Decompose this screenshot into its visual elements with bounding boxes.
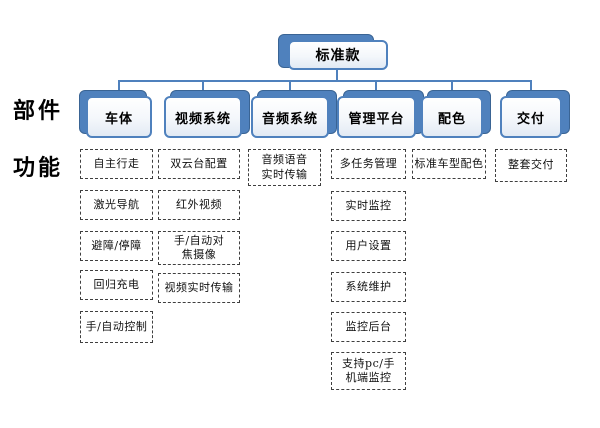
category-label-management-platform: 管理平台 xyxy=(337,96,416,138)
category-node-audio-system: 音频系统 xyxy=(251,90,337,138)
feature-box: 标准车型配色 xyxy=(412,149,486,179)
connector-rail xyxy=(118,80,532,82)
root-node-label: 标准款 xyxy=(288,40,388,70)
feature-box: 手/自动对焦摄像 xyxy=(158,231,240,265)
category-label-delivery: 交付 xyxy=(500,96,562,138)
connector-drop xyxy=(289,80,291,92)
feature-box: 实时监控 xyxy=(331,191,406,221)
category-node-video-system: 视频系统 xyxy=(164,90,250,138)
feature-box: 音频语音实时传输 xyxy=(248,149,321,186)
feature-box: 自主行走 xyxy=(80,149,153,179)
feature-box: 多任务管理 xyxy=(331,149,406,179)
category-node-management-platform: 管理平台 xyxy=(337,90,424,138)
feature-box: 双云台配置 xyxy=(158,149,240,179)
connector-stem xyxy=(336,70,338,81)
feature-box: 支持pc/手机端监控 xyxy=(331,352,406,390)
feature-box: 激光导航 xyxy=(80,190,153,220)
feature-box: 红外视频 xyxy=(158,190,240,220)
row-label-functions: 功能 xyxy=(13,155,64,181)
connector-drop xyxy=(530,80,532,92)
category-label-video-system: 视频系统 xyxy=(164,96,242,138)
category-label-color-scheme: 配色 xyxy=(421,96,483,138)
category-node-color-scheme: 配色 xyxy=(421,90,491,138)
feature-box: 系统维护 xyxy=(331,272,406,302)
connector-drop xyxy=(202,80,204,92)
feature-box: 视频实时传输 xyxy=(158,273,240,303)
feature-box: 手/自动控制 xyxy=(80,311,153,343)
feature-box: 用户设置 xyxy=(331,231,406,261)
root-node: 标准款 xyxy=(278,34,388,70)
feature-box: 回归充电 xyxy=(80,270,153,300)
row-label-parts: 部件 xyxy=(13,98,64,124)
connector-drop xyxy=(451,80,453,92)
category-node-body: 车体 xyxy=(79,90,152,138)
connector-drop xyxy=(118,80,120,92)
category-label-audio-system: 音频系统 xyxy=(251,96,329,138)
category-label-body: 车体 xyxy=(86,96,152,138)
category-node-delivery: 交付 xyxy=(500,90,570,138)
feature-box: 整套交付 xyxy=(495,149,567,182)
feature-box: 监控后台 xyxy=(331,312,406,342)
connector-drop xyxy=(375,80,377,92)
feature-box: 避障/停障 xyxy=(80,231,153,261)
